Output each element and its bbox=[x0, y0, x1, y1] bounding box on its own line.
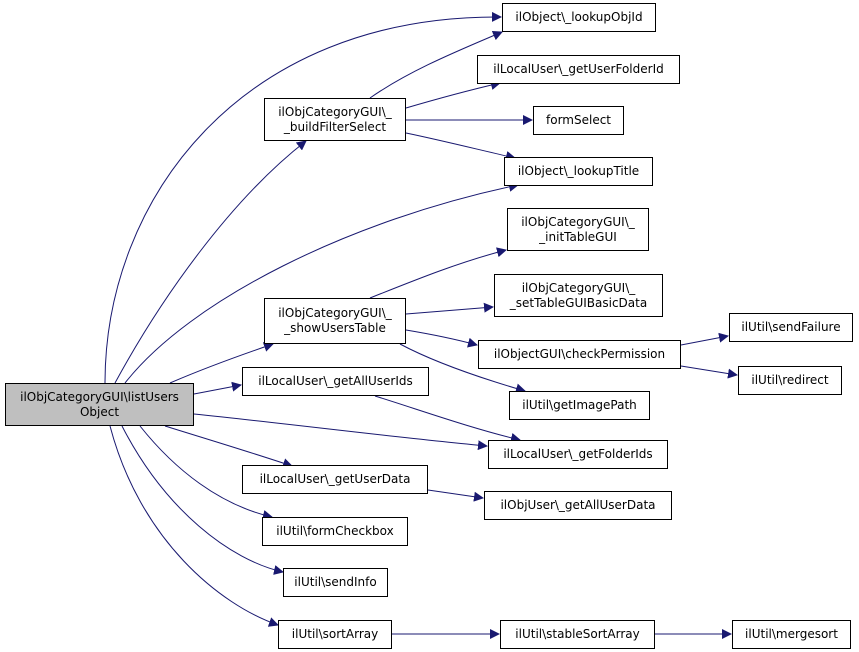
node-label: ilObjCategoryGUI\_ bbox=[521, 280, 636, 295]
node-label: ilObjCategoryGUI\_ bbox=[278, 104, 392, 119]
node-listUsers: ilObjCategoryGUI\listUsers Object bbox=[5, 383, 194, 426]
node-showUsersTable[interactable]: ilObjCategoryGUI\_ _showUsersTable bbox=[264, 298, 406, 344]
node-getAllUserIds[interactable]: ilLocalUser\_getAllUserIds bbox=[242, 367, 429, 396]
edge-checkPermission-redirect bbox=[680, 365, 738, 379]
node-sendFailure[interactable]: ilUtil\sendFailure bbox=[729, 313, 853, 342]
node-label: _buildFilterSelect bbox=[283, 119, 387, 134]
node-mergesort[interactable]: ilUtil\mergesort bbox=[732, 620, 851, 649]
node-label: ilObjCategoryGUI\_ bbox=[521, 214, 635, 229]
edge-showUsersTable-getImagePath bbox=[399, 343, 526, 394]
node-lookupTitle[interactable]: ilObject\_lookupTitle bbox=[504, 157, 653, 186]
edge-showUsersTable-setTableGUIBasicData bbox=[405, 302, 494, 315]
node-formSelect[interactable]: formSelect bbox=[533, 106, 624, 135]
edge-root-formCheckbox bbox=[139, 425, 273, 520]
node-buildFilterSelect[interactable]: ilObjCategoryGUI\_ _buildFilterSelect bbox=[264, 98, 406, 141]
node-initTableGUI[interactable]: ilObjCategoryGUI\_ _initTableGUI bbox=[507, 208, 649, 251]
node-label: ilUtil\formCheckbox bbox=[276, 524, 394, 538]
node-setTableGUIBasicData[interactable]: ilObjCategoryGUI\_ _setTableGUIBasicData bbox=[494, 274, 663, 317]
node-stableSortArray[interactable]: ilUtil\stableSortArray bbox=[500, 620, 655, 649]
edge-getUserData-getAllUserData bbox=[427, 489, 484, 502]
node-getUserFolderId[interactable]: ilLocalUser\_getUserFolderId bbox=[477, 55, 680, 84]
edge-root-buildFilterSelect bbox=[114, 140, 307, 384]
node-label: ilLocalUser\_getUserData bbox=[259, 472, 411, 486]
edge-buildFilterSelect-getUserFolderId bbox=[405, 80, 501, 109]
node-label: ilLocalUser\_getFolderIds bbox=[503, 447, 653, 461]
node-label: ilObjCategoryGUI\_ bbox=[278, 306, 392, 320]
node-formCheckbox[interactable]: ilUtil\formCheckbox bbox=[262, 517, 408, 546]
edge-checkPermission-sendFailure bbox=[680, 332, 729, 346]
node-label: ilUtil\redirect bbox=[751, 373, 829, 387]
edge-buildFilterSelect-lookupTitle bbox=[405, 132, 516, 161]
edge-root-getUserData bbox=[164, 425, 293, 468]
node-redirect[interactable]: ilUtil\redirect bbox=[738, 366, 842, 395]
node-label: _setTableGUIBasicData bbox=[509, 295, 648, 310]
node-getFolderIds[interactable]: ilLocalUser\_getFolderIds bbox=[488, 440, 668, 469]
node-label: formSelect bbox=[546, 113, 611, 127]
node-label: ilObject\_lookupTitle bbox=[517, 164, 640, 178]
node-label: _showUsersTable bbox=[284, 321, 386, 335]
node-label: ilUtil\sendInfo bbox=[294, 575, 377, 589]
edge-buildFilterSelect-lookupObjId bbox=[369, 30, 503, 99]
node-label: ilUtil\mergesort bbox=[745, 627, 838, 641]
node-sortArray[interactable]: ilUtil\sortArray bbox=[278, 620, 392, 649]
edge-showUsersTable-initTableGUI bbox=[369, 247, 507, 299]
node-label: ilObject\_lookupObjId bbox=[515, 10, 643, 24]
edge-showUsersTable-checkPermission bbox=[405, 329, 478, 348]
node-checkPermission[interactable]: ilObjectGUI\checkPermission bbox=[478, 340, 681, 369]
node-label: ilLocalUser\_getUserFolderId bbox=[493, 62, 664, 76]
node-label: Object bbox=[79, 404, 120, 419]
node-lookupObjId[interactable]: ilObject\_lookupObjId bbox=[502, 3, 656, 32]
edge-root-sendInfo bbox=[121, 425, 284, 575]
node-label: ilLocalUser\_getAllUserIds bbox=[258, 374, 413, 388]
node-getAllUserData[interactable]: ilObjUser\_getAllUserData bbox=[484, 491, 672, 520]
edge-root-showUsersTable bbox=[169, 342, 274, 384]
edge-root-sortArray bbox=[109, 425, 279, 627]
node-sendInfo[interactable]: ilUtil\sendInfo bbox=[283, 568, 388, 597]
node-label: ilUtil\stableSortArray bbox=[515, 627, 640, 641]
node-label: ilUtil\sendFailure bbox=[741, 320, 841, 334]
edge-root-getAllUserIds bbox=[193, 381, 242, 395]
node-label: ilObjCategoryGUI\listUsers bbox=[20, 389, 179, 404]
edge-root-getFolderIds bbox=[193, 413, 488, 451]
edge-root-lookupTitle bbox=[124, 181, 519, 384]
node-label: ilUtil\getImagePath bbox=[522, 398, 637, 412]
edge-getAllUserIds-getFolderIds bbox=[374, 395, 521, 443]
node-label: ilObjectGUI\checkPermission bbox=[493, 347, 666, 361]
node-label: ilUtil\sortArray bbox=[291, 627, 379, 641]
node-label: _initTableGUI bbox=[539, 229, 617, 244]
edge-root-lookupObjId bbox=[104, 11, 502, 384]
node-getUserData[interactable]: ilLocalUser\_getUserData bbox=[242, 465, 428, 494]
node-label: ilObjUser\_getAllUserData bbox=[500, 498, 656, 512]
node-getImagePath[interactable]: ilUtil\getImagePath bbox=[509, 391, 650, 420]
